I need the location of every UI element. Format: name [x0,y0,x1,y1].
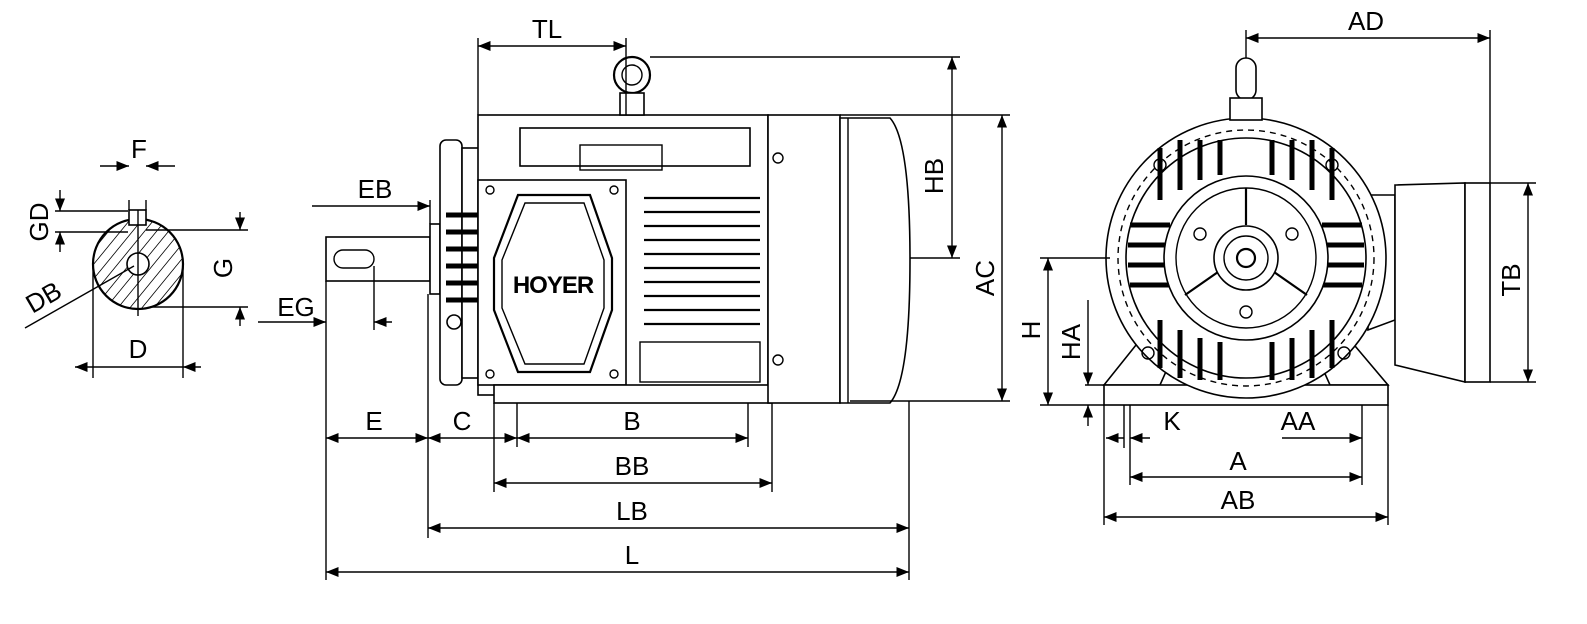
label-ab: AB [1221,485,1256,515]
label-eg: EG [277,292,315,322]
label-a: A [1229,446,1247,476]
label-eb: EB [358,174,393,204]
label-db: DB [20,275,66,319]
label-l: L [625,540,639,570]
end-fins [1128,140,1364,380]
label-k: K [1163,406,1181,436]
label-e: E [365,406,382,436]
label-d: D [129,334,148,364]
label-tl: TL [532,14,562,44]
label-hb: HB [919,158,949,194]
shaft-keyway [333,249,375,269]
shaft-section-view [24,160,248,378]
base-foot [493,384,773,404]
label-bb: BB [615,451,650,481]
nameplate [492,193,614,374]
label-c: C [453,406,472,436]
brand-name: HOYER [513,272,594,299]
label-tb: TB [1496,263,1526,296]
label-lb: LB [616,496,648,526]
motor-end-view [1040,30,1536,525]
terminal-box-side [1394,182,1466,384]
housing-fins [644,196,760,326]
label-g: G [208,258,238,278]
top-rib [519,127,751,167]
label-ad: AD [1348,6,1384,36]
fan-cover [839,117,911,404]
dimension-labels: F GD DB G D EB EG TL HB AC E C B BB LB L… [20,6,1526,570]
label-b: B [623,406,640,436]
label-h: H [1016,321,1046,340]
db-leader [24,265,135,329]
label-ac: AC [970,260,1000,296]
label-gd: GD [24,203,54,242]
label-aa: AA [1281,406,1316,436]
rear-endshield [767,114,841,404]
lifting-eyebolt [612,55,652,95]
end-eyebolt [1235,57,1257,101]
shaft [325,236,431,282]
label-ha: HA [1056,323,1086,360]
motor-side-view: HOYER [258,38,1010,580]
label-f: F [131,134,147,164]
front-endshield [439,139,463,386]
